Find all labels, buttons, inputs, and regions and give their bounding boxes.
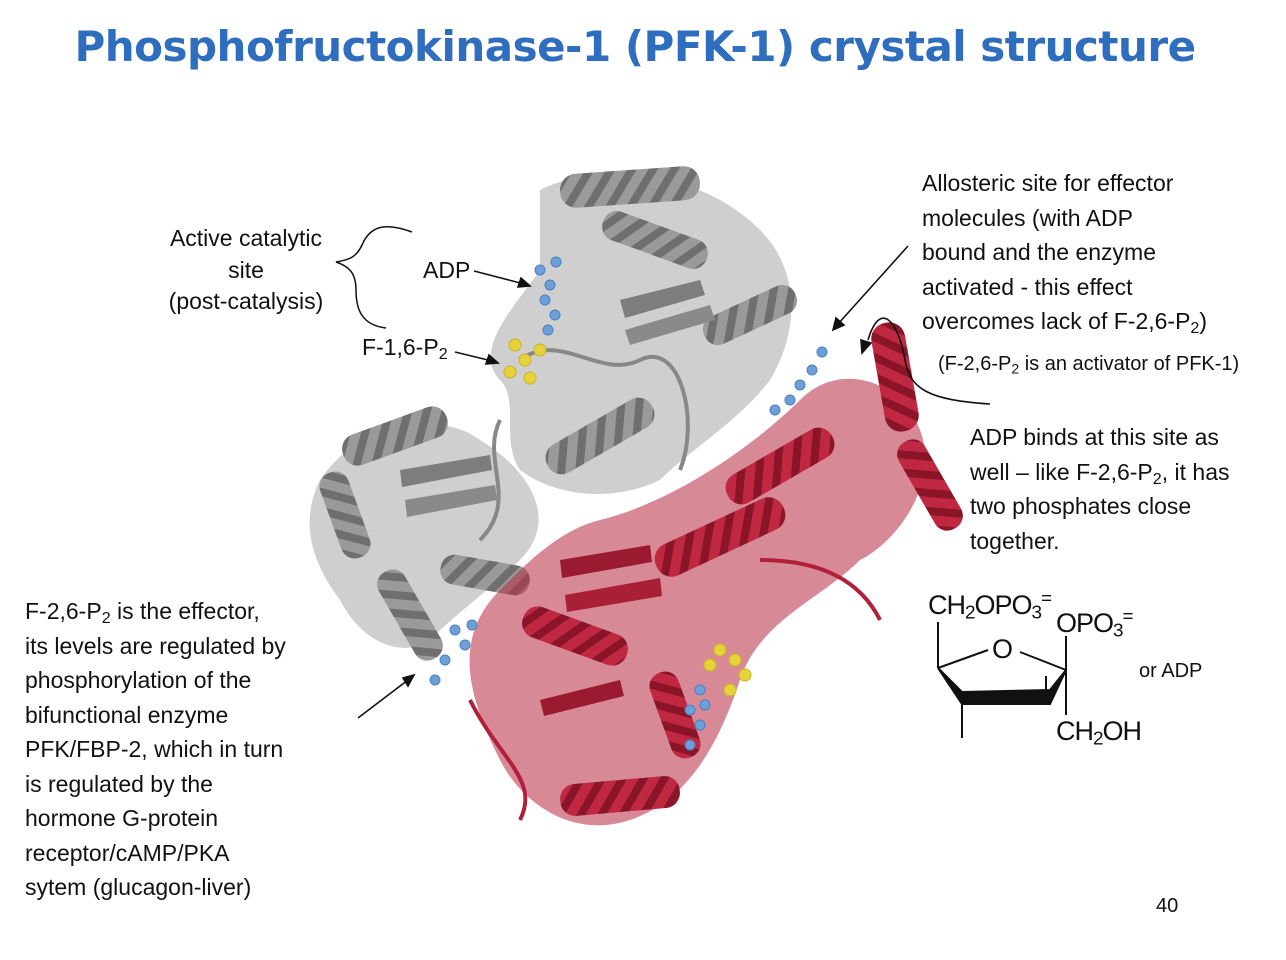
allosteric-line3: bound and the enzyme — [922, 239, 1157, 265]
red-subunit — [468, 322, 963, 826]
effector-line4: bifunctional enzyme — [25, 701, 229, 728]
effector-line5: PFK/FBP-2, which in turn — [25, 736, 284, 762]
active-site-line2: site — [228, 256, 264, 283]
effector-line9: sytem (glucagon-liver) — [25, 874, 252, 900]
ligands — [429, 256, 828, 751]
fructose-ring-structure — [937, 622, 1067, 738]
allosteric-site-label: Allosteric site for effector molecules (… — [922, 166, 1272, 339]
active-site-line1: Active catalytic — [169, 225, 323, 251]
annotation-arrows — [357, 245, 991, 719]
effector-line3: phosphorylation of the — [25, 667, 252, 693]
opo3-group: OPO3= — [1056, 606, 1134, 642]
adp-binds-label: ADP binds at this site as well – like F-… — [970, 420, 1270, 558]
slide-title: Phosphofructokinase-1 (PFK-1) crystal st… — [74, 22, 1196, 71]
effector-line8: receptor/cAMP/PKA — [25, 839, 230, 866]
allosteric-line4: activated - this effect — [922, 273, 1133, 300]
effector-line2: its levels are regulated by — [25, 632, 286, 659]
effector-label: F-2,6-P2 is the effector, its levels are… — [25, 594, 345, 905]
effector-line7: hormone G-protein — [25, 805, 219, 831]
allosteric-line2: molecules (with ADP — [922, 204, 1133, 231]
ring-oxygen: O — [992, 634, 1013, 664]
adp-label: ADP — [423, 257, 471, 283]
ch2opo3-group-top: CH2OPO3= — [928, 588, 1052, 624]
active-site-line3: (post-catalysis) — [168, 288, 324, 314]
activator-note: (F-2,6-P2 is an activator of PFK-1) — [938, 353, 1240, 377]
f16p2-label: F-1,6-P2 — [362, 334, 448, 364]
adp-binds-line3: two phosphates close — [970, 493, 1192, 519]
or-adp-label: or ADP — [1139, 660, 1203, 682]
adp-binds-line2: well – like F-2,6-P2, it has — [970, 458, 1230, 488]
adp-binds-line1: ADP binds at this site as — [970, 424, 1219, 450]
effector-line6: is regulated by the — [25, 770, 213, 797]
effector-line1: F-2,6-P2 is the effector, — [25, 598, 260, 628]
ch2oh-group: CH2OH — [1056, 716, 1142, 750]
page-number: 40 — [1156, 895, 1179, 917]
allosteric-line1: Allosteric site for effector — [922, 170, 1174, 196]
active-site-label: Active catalytic site (post-catalysis) — [140, 221, 352, 319]
allosteric-line5: overcomes lack of F-2,6-P2) — [922, 308, 1208, 338]
active-site-brace — [335, 225, 413, 329]
adp-binds-line4: together. — [970, 527, 1060, 554]
grey-subunit — [309, 166, 798, 661]
